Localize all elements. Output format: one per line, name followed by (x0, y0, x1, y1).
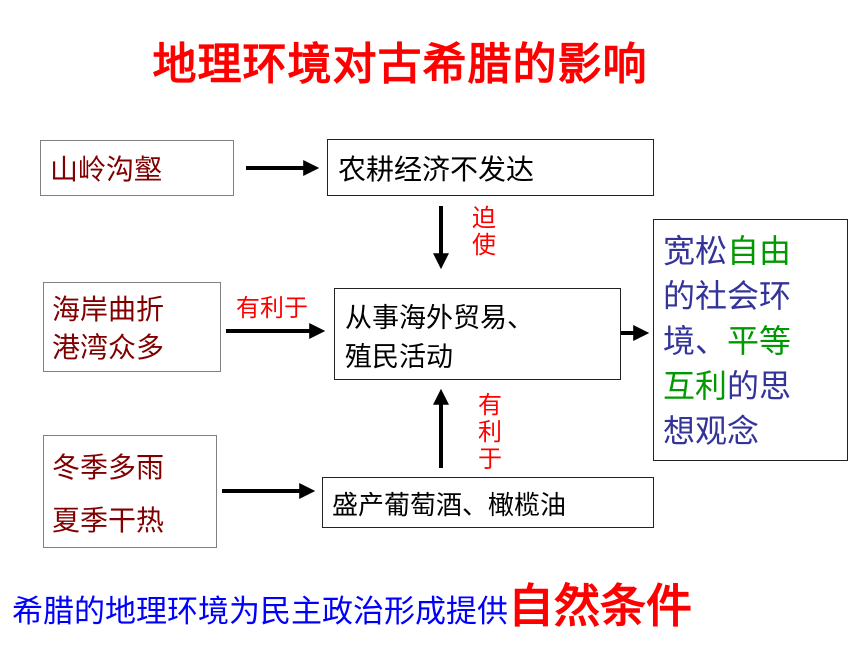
effect-products-label: 盛产葡萄酒、橄榄油 (332, 491, 567, 521)
effect-agriculture-label: 农耕经济不发达 (338, 153, 535, 186)
cause-coast-line2: 港湾众多 (52, 331, 165, 364)
result-line1: 宽松自由 (663, 226, 791, 272)
effect-box-trade: 从事海外贸易、 殖民活动 (334, 288, 621, 380)
conclusion: 希腊的地理环境为民主政治形成提供自然条件 (12, 570, 692, 636)
label-benefit-char3: 于 (478, 445, 502, 473)
label-benefit-char2: 利 (478, 418, 502, 446)
label-force: 迫 使 (470, 205, 498, 259)
label-benefit-horizontal: 有利于 (236, 294, 308, 322)
page-title: 地理环境对古希腊的影响 (152, 39, 648, 90)
result-line5: 想观念 (663, 406, 759, 452)
cause-coast-line1: 海岸曲折 (52, 293, 165, 326)
cause-box-mountain: 山岭沟壑 (40, 140, 234, 196)
effect-trade-line2: 殖民活动 (345, 342, 453, 373)
effect-box-agriculture: 农耕经济不发达 (327, 139, 654, 196)
result-text-freedom: 自由 (727, 232, 792, 270)
result-line2: 的社会环 (663, 271, 791, 317)
result-text-loose: 宽松 (663, 232, 728, 270)
result-text-thought: 的思 (727, 367, 792, 405)
label-benefit-char1: 有 (478, 391, 502, 419)
result-text-equal: 平等 (727, 322, 792, 360)
label-force-char1: 迫 (472, 204, 496, 232)
label-force-char2: 使 (472, 231, 496, 259)
result-text-env: 境、 (663, 322, 728, 360)
effect-box-products: 盛产葡萄酒、橄榄油 (322, 477, 654, 528)
conclusion-emphasis: 自然条件 (508, 579, 692, 633)
result-box: 宽松自由 的社会环 境、平等 互利的思 想观念 (653, 219, 848, 461)
conclusion-prefix: 希腊的地理环境为民主政治形成提供 (12, 594, 508, 630)
cause-box-climate: 冬季多雨 夏季干热 (43, 435, 217, 548)
cause-climate-line1: 冬季多雨 (52, 451, 165, 484)
label-benefit-vertical: 有 利 于 (476, 392, 504, 473)
cause-mountain-label: 山岭沟壑 (50, 153, 163, 186)
result-line3: 境、平等 (663, 316, 791, 362)
cause-climate-line2: 夏季干热 (52, 504, 165, 537)
cause-box-coast: 海岸曲折 港湾众多 (43, 282, 221, 372)
effect-trade-line1: 从事海外贸易、 (345, 303, 534, 334)
result-line4: 互利的思 (663, 361, 791, 407)
result-text-concept: 想观念 (663, 412, 760, 450)
result-text-mutual: 互利 (663, 367, 728, 405)
result-text-social: 的社会环 (663, 277, 792, 315)
